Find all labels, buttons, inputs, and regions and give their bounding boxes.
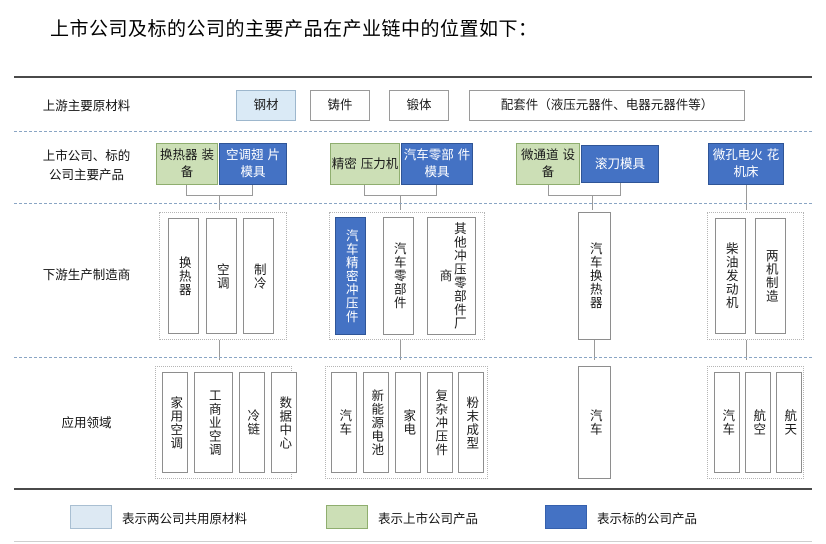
- product-node-heat-exchanger-equipment[interactable]: 换热器 装备: [156, 143, 218, 185]
- connector-b-down: [400, 195, 401, 210]
- connector-d-down: [746, 185, 747, 210]
- connector-ds3-down: [594, 340, 595, 360]
- application-node-cold-chain[interactable]: 冷链: [239, 372, 265, 473]
- upstream-node-components[interactable]: 配套件（液压元器件、电器元器件等）: [469, 90, 745, 121]
- legend-label-listed-company-product: 表示上市公司产品: [378, 510, 479, 526]
- row-label-products: 上市公司、标的 公司主要产品: [42, 148, 131, 182]
- application-node-home-appliance[interactable]: 家电: [395, 372, 421, 473]
- connector-c1: [548, 185, 549, 195]
- application-node-complex-stamping[interactable]: 复杂冲压件: [427, 372, 453, 473]
- application-node-aviation[interactable]: 航空: [745, 372, 771, 473]
- application-node-powder-forming[interactable]: 粉末成型: [458, 372, 484, 473]
- legend-swatch-target-company-product: [545, 505, 587, 529]
- downstream-node-heat-exchanger[interactable]: 换热器: [168, 218, 199, 334]
- row-label-application: 应用领域: [61, 414, 112, 430]
- application-node-data-center[interactable]: 数据中心: [271, 372, 297, 473]
- product-node-hob-mold[interactable]: 滚刀模具: [581, 145, 659, 183]
- connector-a2: [252, 185, 253, 195]
- row-label-downstream: 下游生产制造商: [42, 266, 131, 282]
- downstream-node-diesel-engine[interactable]: 柴油发动机: [715, 218, 746, 334]
- connector-ds4-down: [746, 340, 747, 360]
- application-node-aerospace[interactable]: 航天: [776, 372, 802, 473]
- divider-products-downstream: [14, 203, 812, 204]
- product-node-micro-edm-machine[interactable]: 微孔电火 花机床: [708, 143, 784, 185]
- application-node-home-ac[interactable]: 家用空调: [162, 372, 188, 473]
- connector-ds2-down: [400, 340, 401, 360]
- page-title: 上市公司及标的公司的主要产品在产业链中的位置如下：: [50, 17, 538, 40]
- downstream-node-auto-precision-stamping[interactable]: 汽车精密冲压件: [335, 217, 366, 335]
- downstream-group-1: [159, 212, 287, 340]
- application-node-commercial-ac[interactable]: 工商业空调: [194, 372, 233, 473]
- application-node-new-energy-battery[interactable]: 新能源电池: [363, 372, 389, 473]
- connector-b1: [364, 185, 365, 195]
- application-node-automobile-2[interactable]: 汽车: [578, 366, 611, 479]
- upstream-node-steel[interactable]: 钢材: [236, 90, 296, 121]
- upstream-node-casting[interactable]: 铸件: [310, 90, 370, 121]
- downstream-node-refrigeration[interactable]: 制冷: [243, 218, 274, 334]
- downstream-node-two-machine-manufacturing[interactable]: 两机制造: [755, 218, 786, 334]
- downstream-group-2: [329, 212, 485, 340]
- connector-c-down: [592, 195, 593, 210]
- connector-ds1-down: [219, 340, 220, 360]
- connector-a-down: [219, 195, 220, 210]
- legend-swatch-listed-company-product: [326, 505, 368, 529]
- footer-divider: [14, 541, 812, 542]
- connector-c2: [620, 183, 621, 195]
- connector-b2: [436, 185, 437, 195]
- downstream-node-other-stamping-makers[interactable]: 其他冲压零部件厂商: [427, 217, 476, 335]
- divider-downstream-application: [14, 357, 812, 358]
- application-node-automobile[interactable]: 汽车: [331, 372, 357, 473]
- row-label-upstream: 上游主要原材料: [42, 97, 131, 113]
- upstream-node-forging[interactable]: 锻体: [389, 90, 449, 121]
- application-group-2: [325, 366, 488, 479]
- application-node-automobile-3[interactable]: 汽车: [714, 372, 740, 473]
- bottom-divider: [14, 488, 812, 490]
- downstream-node-auto-parts[interactable]: 汽车零部件: [383, 217, 414, 335]
- legend-label-target-company-product: 表示标的公司产品: [597, 510, 698, 526]
- divider-upstream-products: [14, 131, 812, 132]
- downstream-group-4: [707, 212, 804, 340]
- product-node-precision-press[interactable]: 精密 压力机: [330, 143, 400, 185]
- product-node-auto-part-mold[interactable]: 汽车零部 件模具: [401, 143, 473, 185]
- product-node-ac-fin-mold[interactable]: 空调翅 片模具: [219, 143, 287, 185]
- downstream-node-auto-heat-exchanger[interactable]: 汽车换热器: [578, 212, 611, 340]
- product-node-microchannel-equipment[interactable]: 微通道 设备: [516, 143, 580, 185]
- legend-swatch-shared-material: [70, 505, 112, 529]
- legend-label-shared-material: 表示两公司共用原材料: [122, 510, 248, 526]
- top-divider: [14, 76, 812, 78]
- application-group-4: [707, 366, 804, 479]
- connector-a1: [186, 185, 187, 195]
- connector-c-bus: [548, 195, 621, 196]
- downstream-node-air-conditioning[interactable]: 空调: [206, 218, 237, 334]
